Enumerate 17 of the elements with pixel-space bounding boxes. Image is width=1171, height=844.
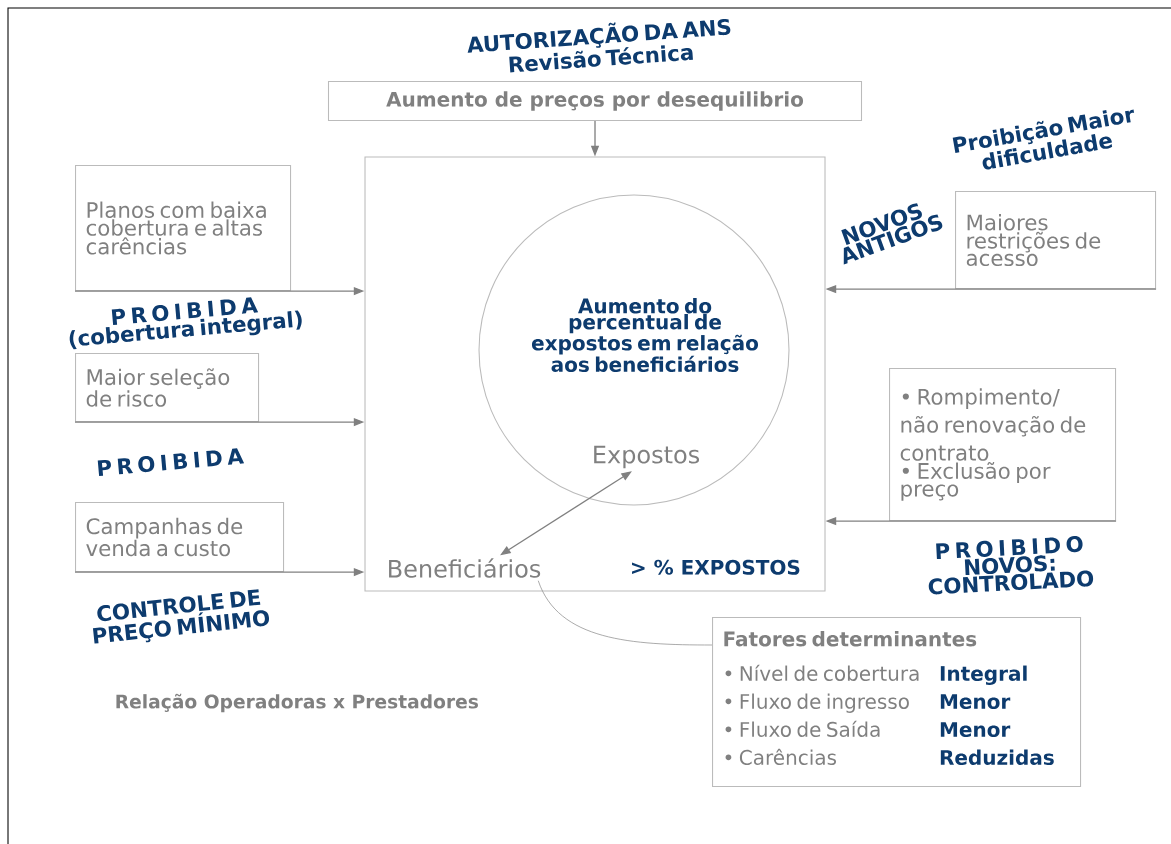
- caption: Relação Operadoras x Prestadores: [116, 693, 478, 713]
- stamp-text: Proibição Maior dificuldade: [952, 109, 1135, 170]
- stamp-text: AUTORIZAÇÃO DA ANS Revisão Técnica: [467, 19, 731, 73]
- text: Expostos: [594, 445, 700, 469]
- info-box: Fatores determinantes • Nível de cobertura Integral • Fluxo de ingresso Menor • Fluxo de Saída Menor • Carências Reduzidas: [712, 617, 1082, 788]
- stamp-text: P R O I B I D O NOVOS: CONTROLADO: [928, 536, 1094, 595]
- stamp-text: CONTROLE DE PREÇO MÍNIMO: [92, 589, 269, 644]
- factor-box: Planos com baixa cobertura e altas carências: [75, 165, 292, 292]
- factor-box: • Rompimento/ não renovação de contrato • Exclusão por preço: [889, 368, 1117, 522]
- factor-box: Campanhas de venda a custo: [75, 502, 285, 573]
- factor-box: Maior seleção de risco: [75, 353, 260, 423]
- heading-box: Aumento de preços por desequilibrio: [327, 80, 863, 122]
- factor-box: Maiores restrições de acesso: [955, 191, 1157, 290]
- stamp-text: P R O I B I D A: [97, 448, 245, 476]
- text: Beneficiários: [389, 558, 541, 578]
- connector: [537, 580, 713, 646]
- stamp-text: P R O I B I D A (cobertura integral): [69, 297, 302, 350]
